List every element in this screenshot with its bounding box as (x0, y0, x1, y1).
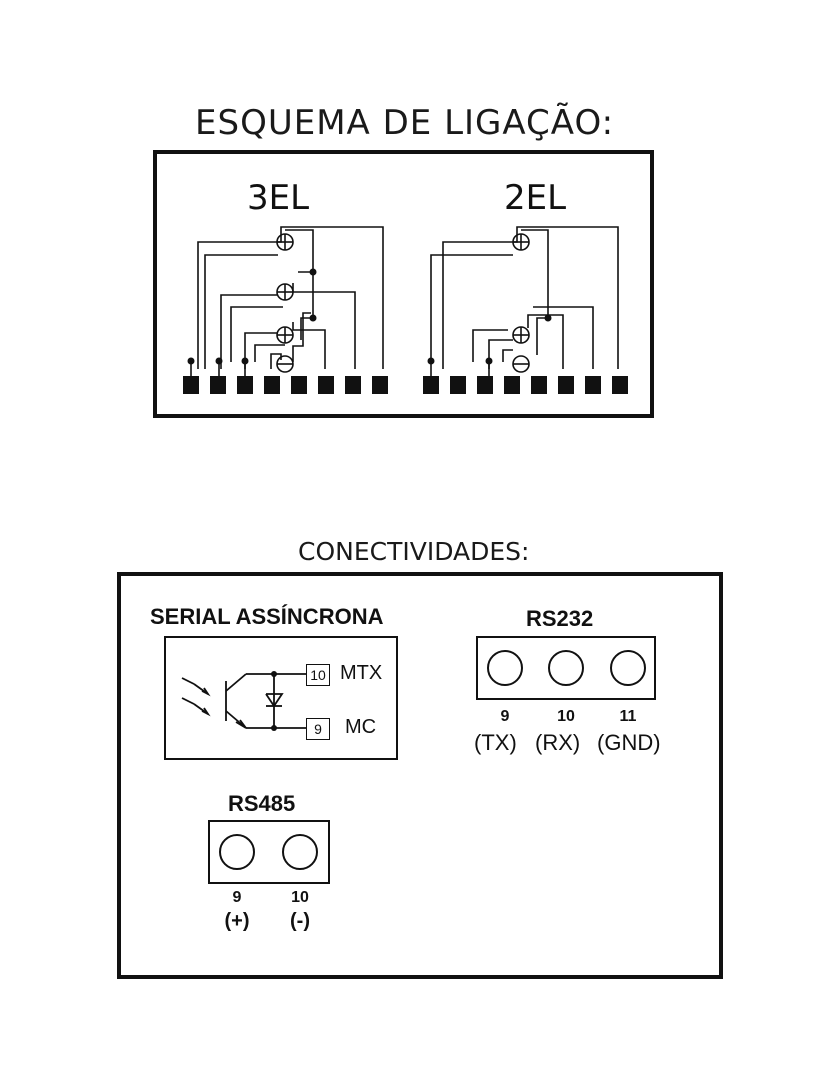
diagram-2el-terminals (423, 376, 628, 394)
rs485-pin-hole (219, 834, 255, 870)
diagram-2el-dots (427, 314, 552, 365)
connectivity-frame (117, 572, 723, 979)
wire-3el-bus2 (300, 272, 314, 340)
diagram-label-2el: 2EL (504, 178, 567, 218)
wire-2el-e (533, 306, 594, 369)
wire-3el-f (270, 353, 282, 369)
rs232-title: RS232 (526, 606, 594, 631)
diagram-3el-terminals (183, 376, 388, 394)
diagram-2el (430, 226, 619, 373)
rs232-pin-signal: (GND) (597, 730, 661, 755)
wire-2el-c (502, 349, 513, 362)
serial-pin-name: MTX (340, 662, 383, 684)
rs232-pin-hole (610, 650, 646, 686)
wire-3el-d (244, 332, 278, 369)
rs232-pin-number: 9 (500, 708, 510, 725)
rs232-pin-hole (548, 650, 584, 686)
wiring-frame (153, 150, 654, 418)
wire-3el-i (292, 322, 326, 369)
rs232-pin-signal: (TX) (474, 730, 517, 755)
rs485-pin-number: 9 (232, 889, 242, 906)
wire-3el-e (254, 344, 285, 362)
diagram-3el-dots (187, 268, 317, 365)
rs485-pin-signal: (-) (290, 910, 310, 932)
wire-2el-outer (442, 226, 619, 369)
wire-3el-a (204, 254, 278, 369)
rs232-pin-hole (487, 650, 523, 686)
wire-3el-h (292, 283, 356, 369)
diagram-3el (197, 226, 384, 373)
wire-2el-d (527, 314, 564, 369)
wire-3el-g (292, 312, 311, 362)
serial-pin-number: 9 (306, 718, 330, 740)
serial-title: SERIAL ASSÍNCRONA (150, 604, 384, 629)
rs232-pin-number: 11 (619, 708, 637, 725)
connectivity-title: CONECTIVIDADES: (298, 537, 530, 566)
serial-pin-number: 10 (306, 664, 330, 686)
wire-3el-bus (285, 229, 314, 273)
rs485-pin-hole (282, 834, 318, 870)
rs485-pin-signal: (+) (224, 910, 250, 932)
rs232-pin-number: 10 (557, 708, 575, 725)
rs232-pin-signal: (RX) (535, 730, 581, 755)
rs485-title: RS485 (228, 791, 296, 816)
wire-3el-b (220, 294, 278, 369)
wire-3el-c (230, 306, 283, 362)
diagram-label-3el: 3EL (247, 178, 310, 218)
optocoupler-icon (181, 671, 306, 731)
wire-2el-a (430, 254, 513, 362)
wire-2el-b (488, 339, 513, 369)
serial-pin-name: MC (345, 716, 377, 738)
wire-2el-f (472, 329, 508, 362)
serial-box (164, 636, 398, 760)
wiring-title: ESQUEMA DE LIGAÇÃO: (195, 103, 615, 143)
rs485-pin-number: 10 (291, 889, 309, 906)
wiring-diagrams-svg (183, 226, 628, 394)
